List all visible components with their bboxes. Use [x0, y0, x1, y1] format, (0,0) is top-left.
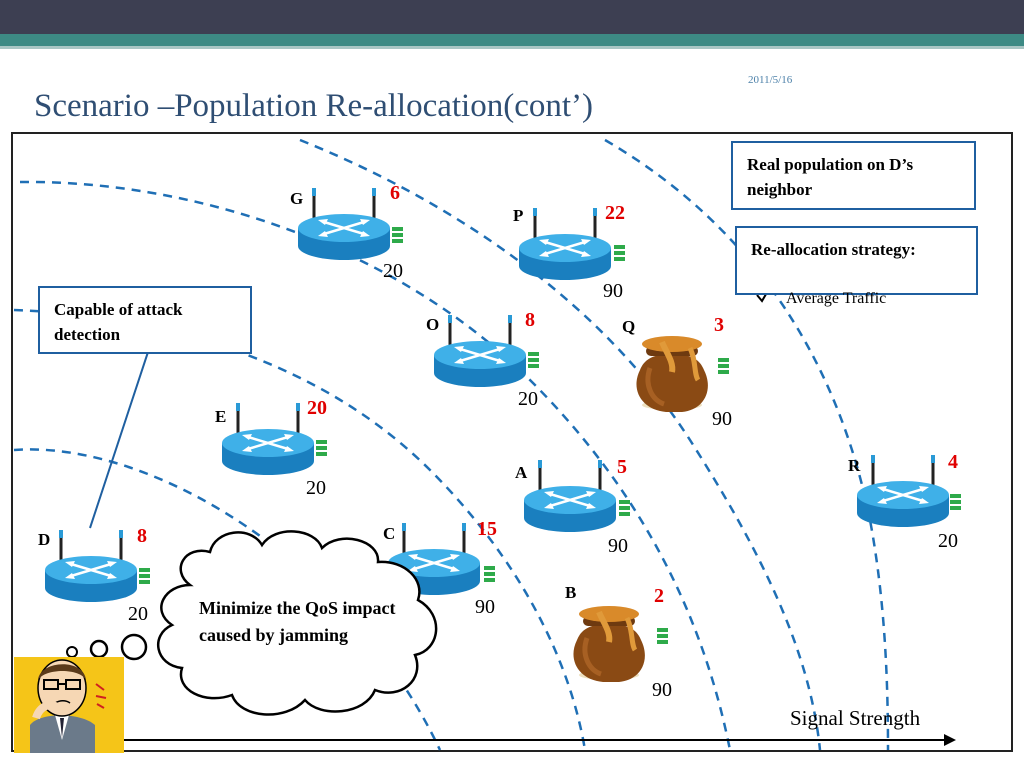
node-value-g: 20 [383, 260, 403, 282]
node-value-q: 90 [712, 408, 732, 430]
attack-detection-text: Capable of attack detection [54, 300, 183, 344]
node-label-d: D [38, 530, 51, 549]
strategy-title: Re-allocation strategy: [751, 240, 916, 259]
node-count-e: 20 [307, 397, 327, 419]
node-count-p: 22 [605, 202, 625, 224]
thought-bubble [66, 530, 438, 716]
top-accent-stripe [0, 34, 1024, 46]
node-label-o: O [426, 315, 440, 334]
traffic-bars-icon [316, 440, 327, 456]
signal-strength-axis-label: Signal Strength [790, 706, 921, 730]
node-count-q: 3 [714, 314, 724, 336]
node-count-r: 4 [948, 451, 958, 473]
node-value-d: 20 [128, 603, 148, 625]
traffic-bars-icon [392, 227, 403, 243]
attack-detection-box: Capable of attack detection [38, 286, 252, 354]
top-accent-line [0, 46, 1024, 49]
traffic-bars-icon [950, 494, 961, 510]
node-count-a: 5 [617, 456, 627, 478]
node-label-a: A [515, 463, 528, 482]
traffic-bars-icon [614, 245, 625, 261]
traffic-bars-icon [657, 628, 668, 644]
traffic-bars-icon [139, 568, 150, 584]
node-value-a: 90 [608, 535, 628, 557]
traffic-bars-icon [619, 500, 630, 516]
strategy-item-label: Average Traffic [786, 290, 887, 307]
top-bar [0, 0, 1024, 34]
traffic-bars-icon [484, 566, 495, 582]
node-label-q: Q [622, 317, 636, 336]
thinking-man-icon [14, 657, 124, 753]
router-icon [432, 313, 528, 389]
node-label-b: B [565, 583, 577, 602]
node-value-b: 90 [652, 679, 672, 701]
node-label-p: P [513, 206, 524, 225]
node-label-c: C [383, 524, 396, 543]
slide-title: Scenario –Population Re-allocation(cont’… [34, 88, 594, 124]
router-icon [855, 453, 951, 529]
router-icon [220, 401, 316, 477]
node-value-o: 20 [518, 388, 538, 410]
real-population-box: Real population on D’s neighbor [731, 141, 976, 210]
slide-date: 2011/5/16 [748, 74, 793, 86]
router-icon [43, 528, 139, 604]
node-count-g: 6 [390, 182, 400, 204]
thought-bubble-text: Minimize the QoS impact caused by jammin… [199, 598, 396, 645]
honeypot-icon [636, 336, 707, 412]
node-count-c: 15 [477, 518, 497, 540]
node-count-o: 8 [525, 309, 535, 331]
node-label-r: R [848, 456, 861, 475]
node-label-g: G [290, 189, 304, 208]
node-count-b: 2 [654, 585, 664, 607]
node-count-d: 8 [137, 525, 147, 547]
traffic-bars-icon [528, 352, 539, 368]
node-value-c: 90 [475, 596, 495, 618]
node-value-r: 20 [938, 530, 958, 552]
traffic-bars-icon [718, 358, 729, 374]
router-icon [296, 186, 392, 262]
node-value-e: 20 [306, 477, 326, 499]
honeypot-icon [573, 606, 644, 682]
reallocation-strategy-box: Re-allocation strategy: [735, 226, 978, 295]
router-icon [522, 458, 618, 534]
real-population-text: Real population on D’s neighbor [747, 155, 914, 199]
router-icon [517, 206, 613, 282]
node-label-e: E [215, 407, 227, 426]
strategy-item: Average Traffic [756, 290, 886, 308]
node-value-p: 90 [603, 280, 623, 302]
